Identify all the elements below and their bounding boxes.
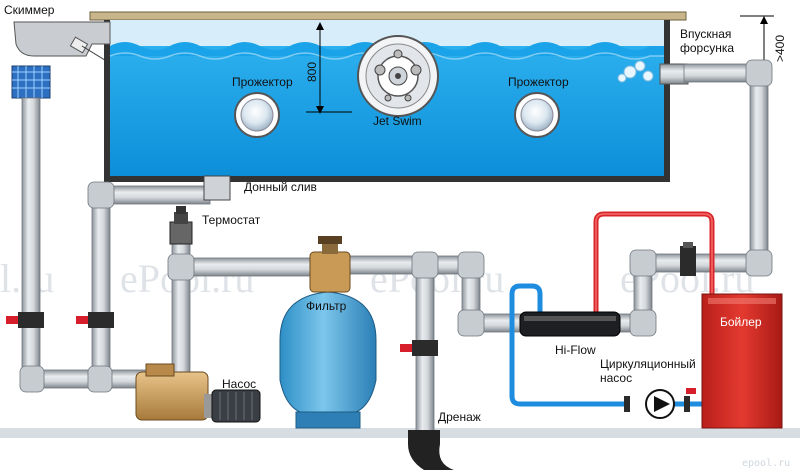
hot-water-line xyxy=(593,211,715,318)
hiflow-heat-exchanger xyxy=(519,311,621,337)
thermostat xyxy=(169,206,193,245)
circ-pump-label-line2: насос xyxy=(600,371,632,385)
light-right-label: Прожектор xyxy=(508,75,569,89)
depth-label: 800 xyxy=(305,62,319,82)
inlet-label-line2: форсунка xyxy=(680,41,734,55)
pool-light-left xyxy=(234,92,280,138)
thermostat-label: Термостат xyxy=(202,213,261,227)
pipe-elbows xyxy=(19,59,773,393)
pool-light-right xyxy=(514,92,560,138)
drain-label: Дренаж xyxy=(438,410,481,424)
skimmer-label: Скиммер xyxy=(4,3,55,17)
circulation-pump xyxy=(624,388,696,419)
cold-water-line xyxy=(509,283,712,407)
drain-outlet xyxy=(408,430,454,470)
inlet-height-label: >400 xyxy=(773,35,787,62)
valve-main-drain xyxy=(76,312,114,328)
valve-skimmer xyxy=(6,312,44,328)
jet-swim-label: Jet Swim xyxy=(373,114,422,128)
boiler-label: Бойлер xyxy=(720,315,762,329)
main-drain xyxy=(203,175,231,201)
skimmer xyxy=(11,21,111,99)
ground xyxy=(0,428,800,438)
inlet-label-line1: Впускная xyxy=(680,27,731,41)
light-left-label: Прожектор xyxy=(232,75,293,89)
filter-label: Фильтр xyxy=(306,299,347,313)
jet-swim-unit xyxy=(357,35,439,117)
boiler xyxy=(701,293,783,429)
depth-marker xyxy=(306,22,352,114)
pump-label: Насос xyxy=(222,377,256,391)
inlet-nozzle xyxy=(617,60,689,85)
circ-pump-label-line1: Циркуляционный xyxy=(600,357,696,371)
valve-return xyxy=(680,242,696,276)
watermark-corner: epool.ru xyxy=(742,458,790,469)
hiflow-label: Hi-Flow xyxy=(555,343,596,357)
circulation-main-pump xyxy=(135,363,261,423)
main-drain-label: Донный слив xyxy=(244,180,317,194)
sand-filter xyxy=(279,236,377,429)
valve-drain xyxy=(400,340,438,356)
